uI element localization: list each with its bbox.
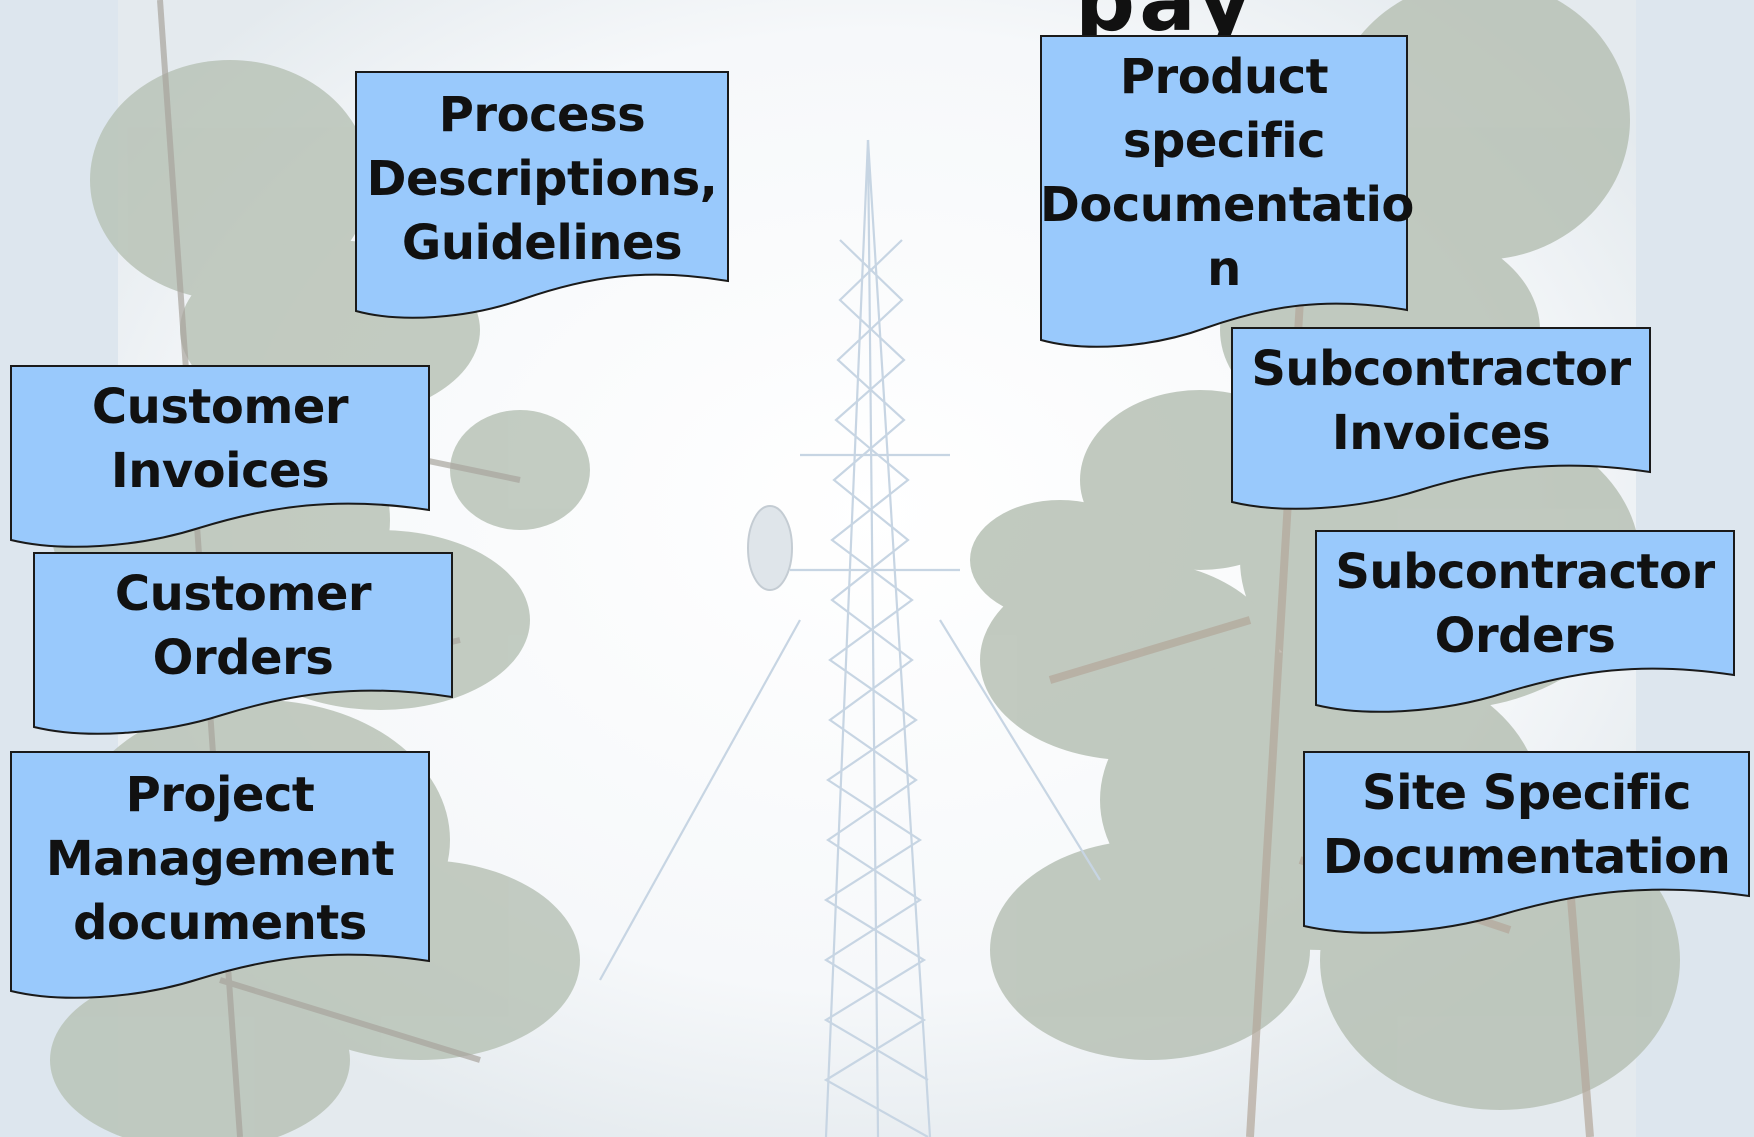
- document-label-line: Descriptions,: [366, 151, 718, 207]
- document-label-line: Customer: [91, 379, 349, 435]
- document-label-line: Process: [438, 87, 646, 143]
- lattice-tower: [599, 139, 1101, 1137]
- document-shape-outline: [355, 71, 729, 319]
- document-shape-outline: [10, 751, 430, 999]
- document-label-line: Subcontractor: [1335, 544, 1715, 600]
- document-label-line: Orders: [1434, 608, 1616, 664]
- document-shape-outline: [1315, 530, 1735, 713]
- document-label-line: specific: [1122, 113, 1326, 169]
- document-shape-outline: [33, 552, 453, 735]
- document-shape-outline: [10, 365, 430, 548]
- document-shape-outline: [1040, 35, 1408, 348]
- document-label-line: Product: [1119, 49, 1329, 105]
- document-label-line: Invoices: [1331, 405, 1551, 461]
- document-label-line: Management: [45, 831, 395, 887]
- dish-antenna: [747, 505, 793, 591]
- document-shape-outline: [1231, 327, 1651, 510]
- document-label-line: Subcontractor: [1251, 341, 1631, 397]
- document-shape-outline: [1303, 751, 1750, 934]
- document-label-line: Invoices: [110, 443, 330, 499]
- document-label-line: Documentatio: [1040, 177, 1414, 233]
- document-label-line: Guidelines: [401, 215, 683, 271]
- document-label-line: Customer: [114, 566, 372, 622]
- document-label-line: Documentation: [1322, 829, 1731, 885]
- document-label-line: n: [1207, 241, 1241, 297]
- document-label-line: Orders: [152, 630, 334, 686]
- document-label-line: Project: [125, 767, 315, 823]
- document-label-line: documents: [73, 895, 367, 951]
- document-label-line: Site Specific: [1362, 765, 1691, 821]
